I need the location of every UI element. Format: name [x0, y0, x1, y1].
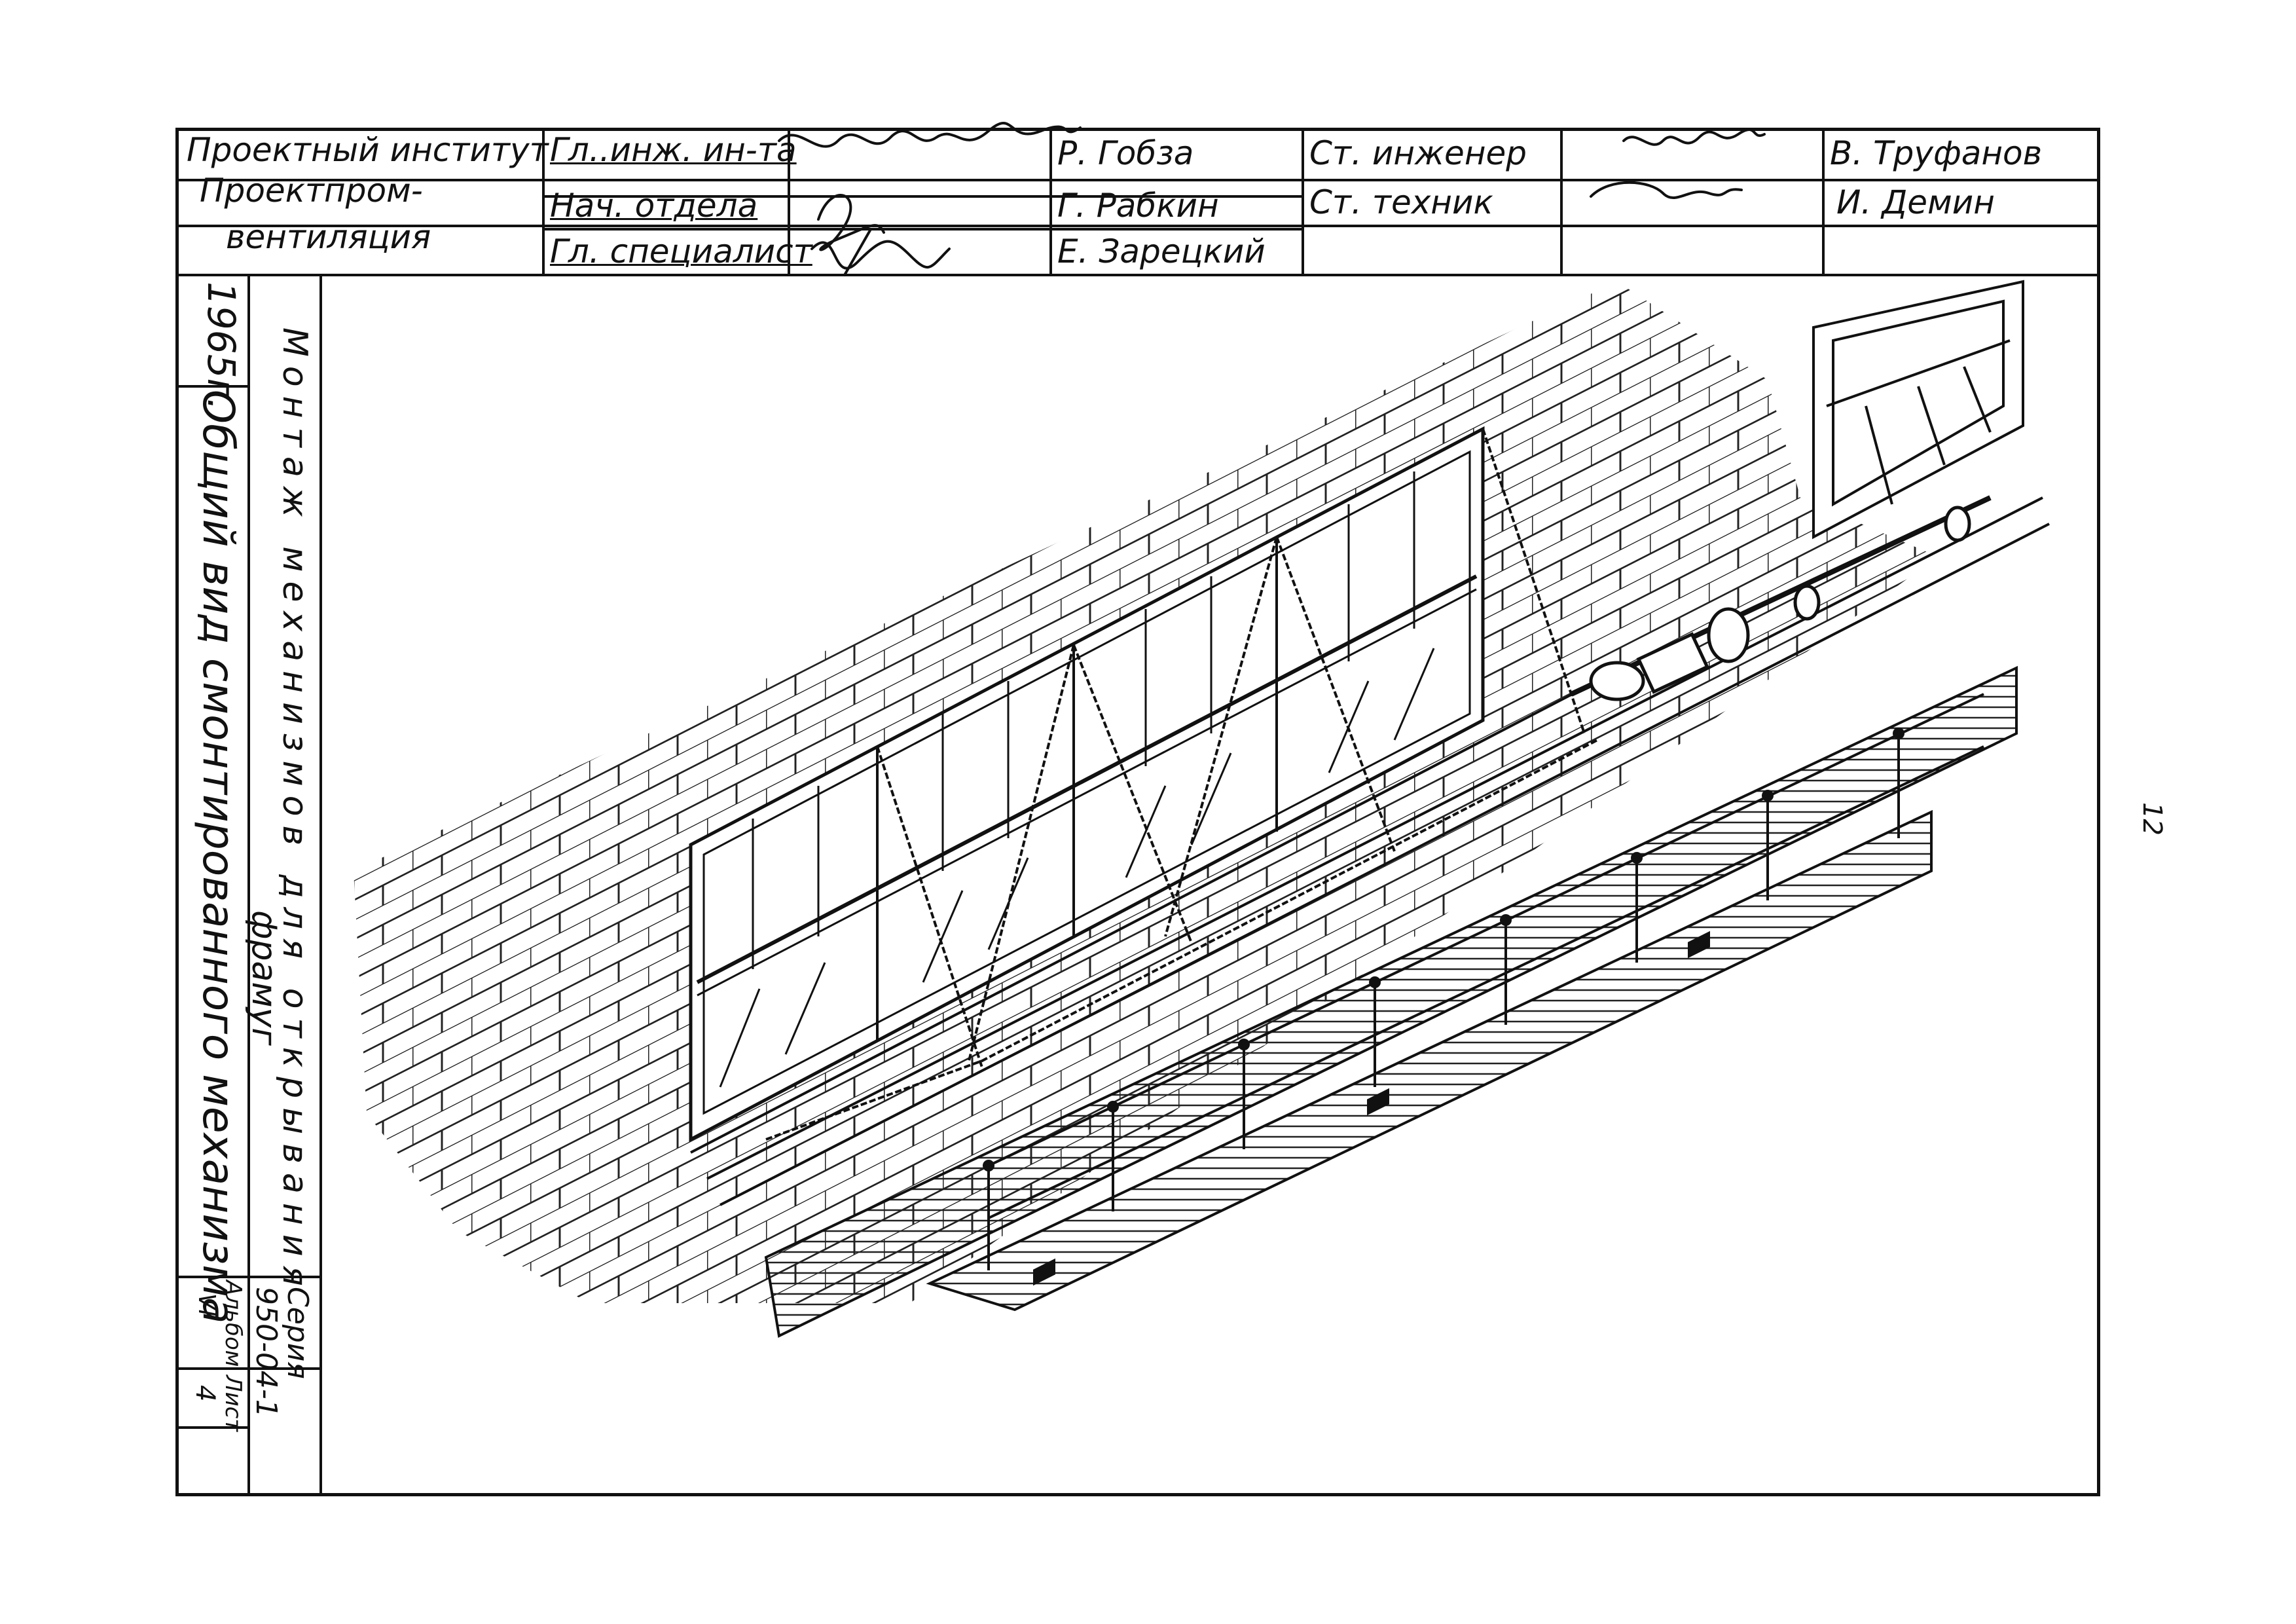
name-zaretsky: Е. Зарецкий: [1057, 232, 1266, 270]
signature-2: [817, 194, 885, 251]
role-senior-engineer: Ст. инженер: [1309, 134, 1527, 172]
role-dept-head: Нач. отдела: [550, 187, 758, 225]
role-senior-technician: Ст. техник: [1309, 183, 1493, 221]
signature-4: [1622, 128, 1766, 146]
role-chief-engineer: Гл..инж. ин-та: [550, 131, 797, 169]
name-trufanov: В. Труфанов: [1830, 134, 2043, 172]
gearbox: [1707, 607, 1750, 663]
signature-3: [811, 228, 951, 276]
motor-housing: [1589, 661, 1645, 701]
name-rabkin: Г. Рабкин: [1057, 187, 1219, 225]
signature-5: [1590, 181, 1743, 199]
main-window: [689, 426, 1485, 1143]
role-chief-specialist: Гл. специалист: [550, 232, 812, 270]
name-demin: И. Демин: [1836, 183, 1995, 221]
coupling: [1793, 584, 1821, 621]
upper-window: [1812, 280, 2024, 540]
organization-line-2: Проектпром-: [200, 172, 423, 210]
drive-shaft: [1570, 495, 1992, 701]
drawing-frame: [175, 128, 2100, 1496]
service-platform: [764, 665, 2018, 1338]
bearing: [1944, 506, 1971, 542]
signature-1: [778, 122, 1082, 148]
motor-body: [1636, 632, 1709, 694]
name-gobza: Р. Гобза: [1057, 134, 1194, 172]
organization-line-3: вентиляция: [226, 218, 431, 256]
organization-line-1: Проектный институт: [187, 131, 549, 169]
window-sill: [690, 496, 2050, 1206]
